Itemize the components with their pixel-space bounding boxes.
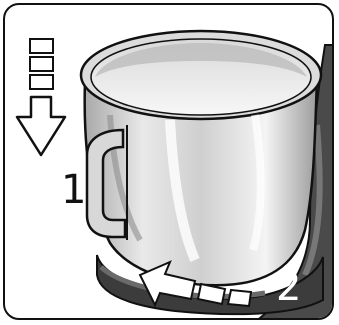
step-2-number: 2 <box>276 267 301 307</box>
diagram-frame: 1 2 <box>3 3 334 320</box>
down-arrow-icon <box>17 39 65 155</box>
step-1-number: 1 <box>61 170 86 210</box>
stainless-bowl <box>81 31 321 285</box>
